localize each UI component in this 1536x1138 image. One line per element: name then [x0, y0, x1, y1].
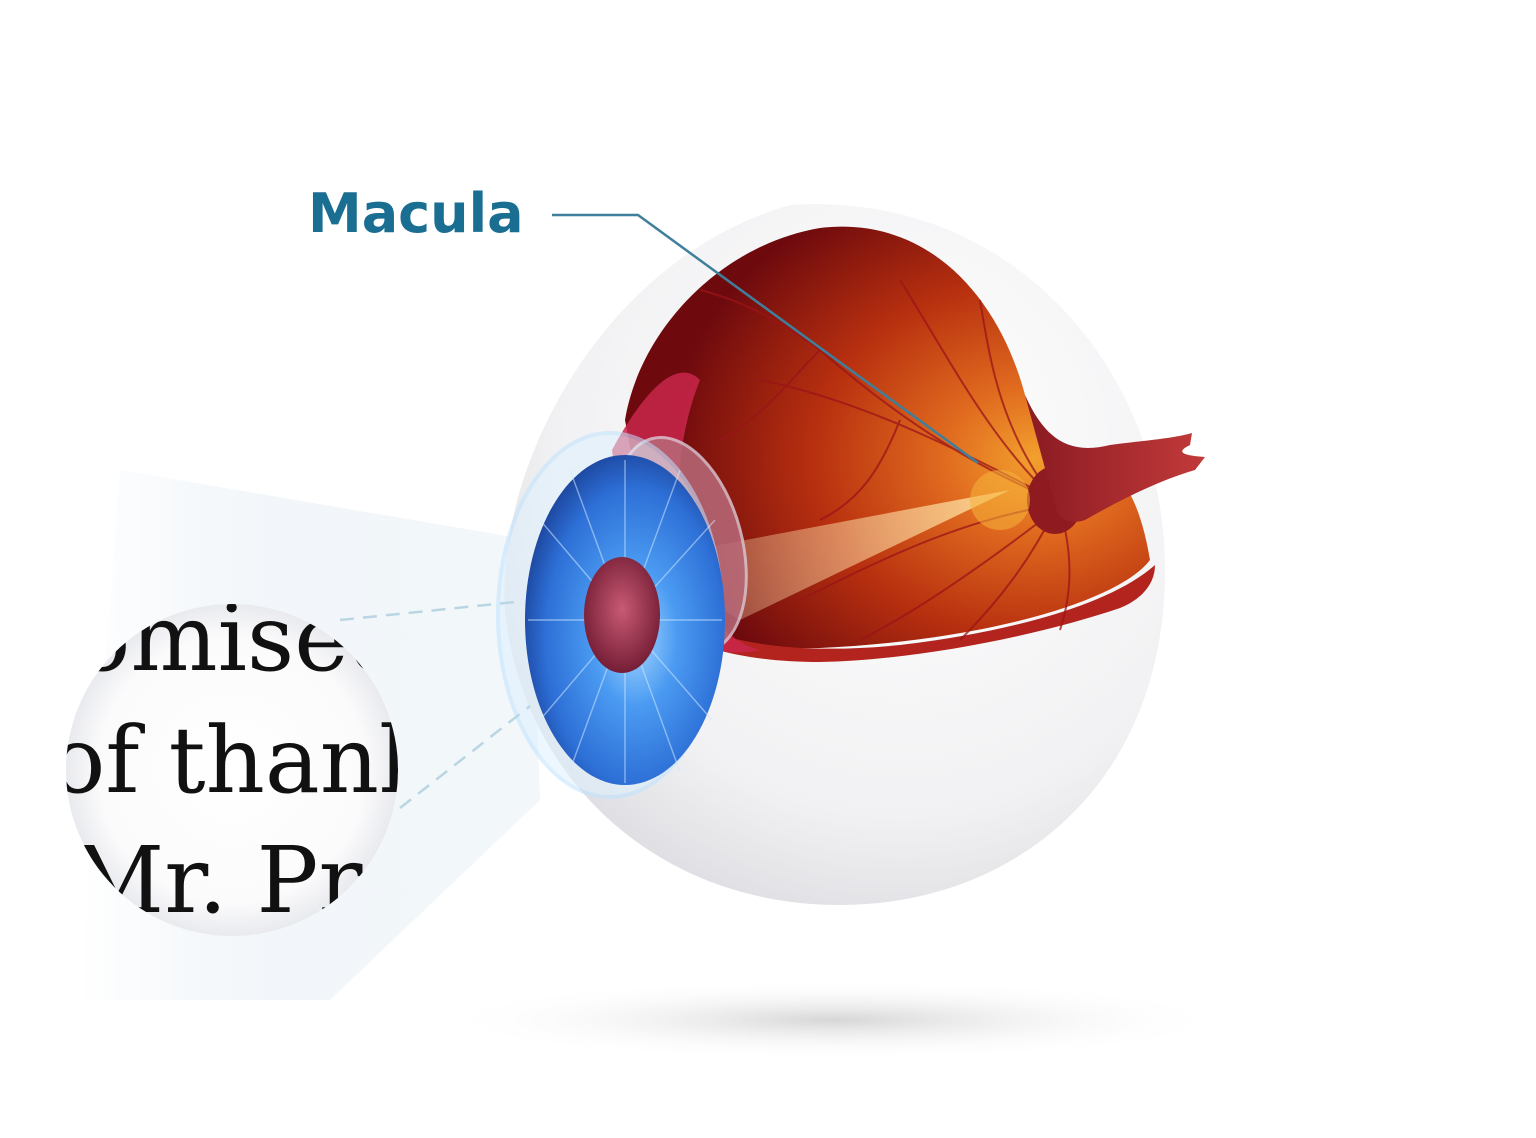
optic-nerve [1025, 395, 1205, 522]
magnified-text-line-2: of thanks [50, 707, 482, 814]
macula-leader-line [552, 213, 979, 465]
floor-shadow [435, 980, 1235, 1060]
macula-spot [970, 470, 1030, 530]
pupil [584, 557, 660, 673]
macula-label: Macula [308, 182, 524, 245]
magnifier-lens [66, 604, 398, 936]
blood-vessels [699, 279, 1071, 641]
sight-line-top [339, 600, 516, 622]
sight-line-bottom [399, 705, 531, 809]
